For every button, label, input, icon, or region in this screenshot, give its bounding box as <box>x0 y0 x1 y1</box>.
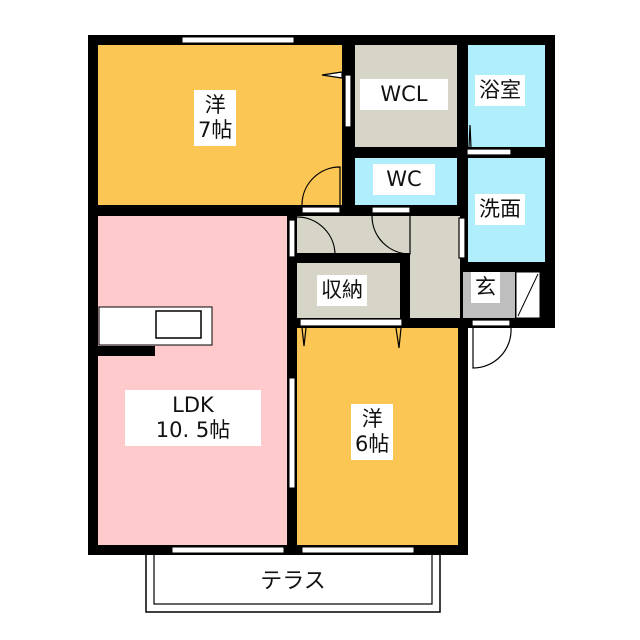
windows <box>171 36 415 554</box>
entrance-label: 玄 <box>471 272 500 303</box>
room-ldk <box>98 216 287 545</box>
shoe-cabinet-diagonal <box>517 273 539 317</box>
room-size: 7帖 <box>198 118 233 142</box>
room-name: 洋 <box>361 407 383 431</box>
room-size: 10. 5帖 <box>155 418 231 442</box>
hallway <box>410 216 460 318</box>
kitchen-sink <box>155 310 202 339</box>
bath-label: 浴室 <box>475 75 525 106</box>
storage-label: 収納 <box>317 275 367 306</box>
kitchen-wall <box>98 346 155 356</box>
washroom-label: 洗面 <box>475 194 525 225</box>
wcl-label: WCL <box>360 79 448 110</box>
terrace-inner-outline <box>153 553 433 605</box>
room-name: LDK <box>172 393 214 417</box>
room-name: 洋 <box>204 93 226 117</box>
doors[interactable] <box>288 71 512 369</box>
terrace-label: テラス <box>260 569 326 594</box>
room-size: 6帖 <box>355 432 390 456</box>
wc-label: WC <box>373 164 435 195</box>
